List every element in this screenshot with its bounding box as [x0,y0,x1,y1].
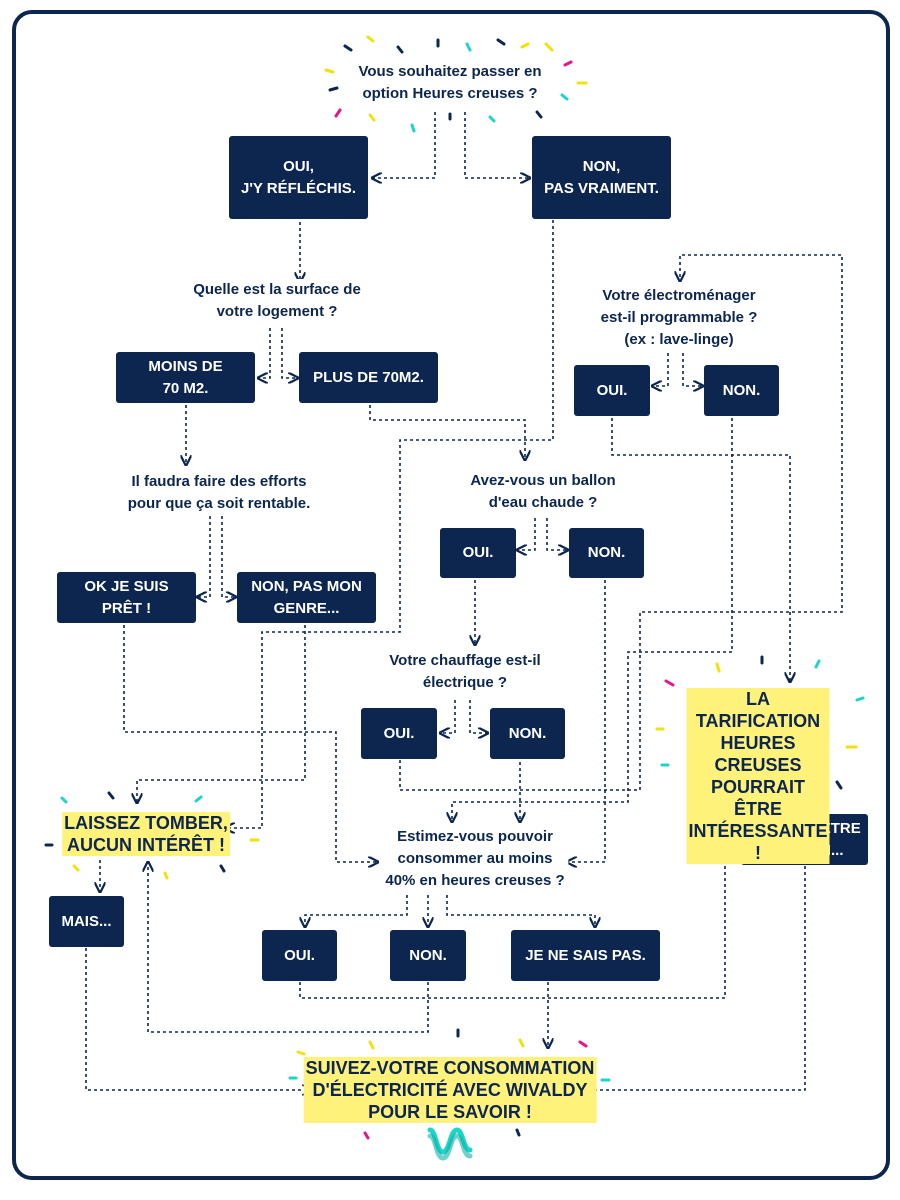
connector [372,112,436,178]
connector [583,866,806,1090]
question-surface: Quelle est la surface de votre logement … [189,279,365,323]
answer-electro-non: NON. [704,365,779,416]
connector [546,518,568,550]
connector [305,895,408,927]
result-laissez-tomber: LAISSEZ TOMBER, AUCUN INTÉRÊT ! [62,812,230,856]
answer-chauffage-oui: OUI. [361,708,437,759]
connector [197,516,211,597]
answer-oui-reflechis: OUI, J'Y RÉFLÉCHIS. [229,136,368,219]
connector [225,220,554,828]
answer-electro-oui: OUI. [574,365,650,416]
answer-chauffage-non: NON. [490,708,565,759]
answer-ballon-oui: OUI. [440,528,516,578]
connector [611,418,790,682]
question-chauffage: Votre chauffage est-il électrique ? [385,650,545,694]
question-estimez: Estimez-vous pouvoir consommer au moins … [381,826,569,892]
answer-plus-70m2: PLUS DE 70M2. [299,352,438,403]
question-start: Vous souhaitez passer en option Heures c… [354,61,546,105]
connector [369,405,525,460]
answer-ok-pret: OK JE SUIS PRÊT ! [57,572,196,623]
connector [517,518,536,550]
connector [469,700,488,733]
connector [464,112,530,178]
connector [258,328,271,378]
connector [123,625,378,862]
connector [281,328,298,378]
question-efforts: Il faudra faire des efforts pour que ça … [123,471,315,515]
connector [682,353,703,386]
answer-moins-70m2: MOINS DE 70 M2. [116,352,255,403]
connector [299,775,725,999]
connector [221,516,236,597]
answer-ballon-non: NON. [569,528,644,578]
connector [652,353,669,386]
answer-estimez-oui: OUI. [262,930,337,981]
wivaldy-wave-icon [427,1127,473,1161]
connector [446,895,595,927]
answer-mais: MAIS... [49,896,124,947]
connector [440,700,456,733]
connector [148,862,429,1033]
result-tarification-interessante: LA TARIFICATION HEURES CREUSES POURRAIT … [686,688,830,864]
flowchart-frame [12,10,890,1180]
connector [399,254,843,791]
connector [452,418,733,822]
answer-estimez-non: NON. [390,930,466,981]
answer-je-ne-sais-pas: JE NE SAIS PAS. [511,930,660,981]
connector [567,580,606,862]
answer-non-pas-mon-genre: NON, PAS MON GENRE... [237,572,376,623]
question-electromenager: Votre électroménager est-il programmable… [596,285,762,351]
question-ballon: Avez-vous un ballon d'eau chaude ? [466,470,620,514]
result-suivez-consommation: SUIVEZ-VOTRE CONSOMMATION D'ÉLECTRICITÉ … [303,1057,597,1123]
answer-non-pas-vraiment: NON, PAS VRAIMENT. [532,136,671,219]
